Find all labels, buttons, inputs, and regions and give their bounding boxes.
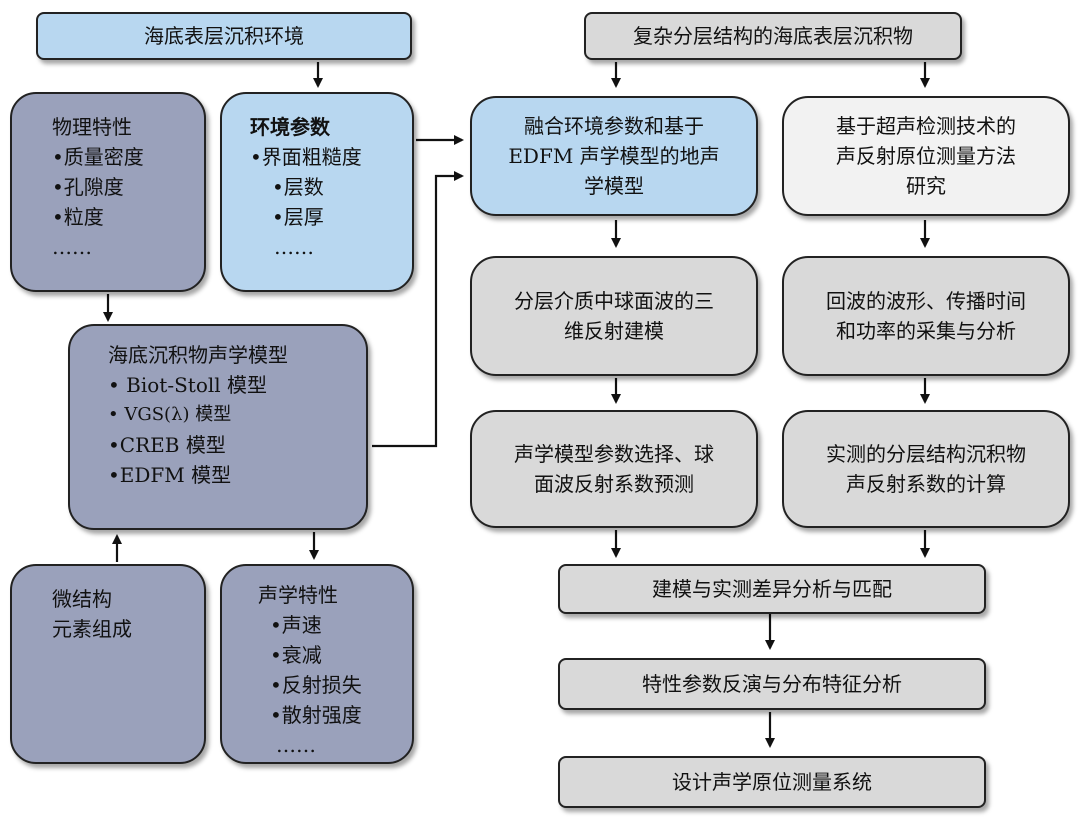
fusion-line: 学模型 [584, 174, 644, 198]
physical-item: …… [52, 235, 92, 259]
acoustic-props-title: 声学特性 [258, 583, 338, 607]
design-label: 设计声学原位测量系统 [672, 770, 872, 794]
ultrasonic-line: 声反射原位测量方法 [836, 144, 1016, 168]
ultrasonic-line: 研究 [906, 174, 946, 198]
acoustic-props-item: •衰减 [270, 643, 322, 667]
fusion-line: EDFM 声学模型的地声 [508, 144, 720, 168]
inversion-label: 特性参数反演与分布特征分析 [642, 672, 902, 696]
microstructure-line: 微结构 [52, 587, 112, 611]
fusion-line: 融合环境参数和基于 [524, 114, 704, 138]
measured-coefficient-box: 实测的分层结构沉积物 声反射系数的计算 [782, 410, 1070, 528]
physical-title: 物理特性 [52, 115, 132, 139]
measured-line: 实测的分层结构沉积物 [826, 442, 1026, 466]
physical-item: •孔隙度 [52, 175, 124, 199]
fusion-model-box: 融合环境参数和基于 EDFM 声学模型的地声 学模型 [470, 96, 758, 216]
environment-params-box: 环境参数 •界面粗糙度 •层数 •层厚 …… [220, 92, 414, 292]
acoustic-properties-box: 声学特性 •声速 •衰减 •反射损失 •散射强度 …… [220, 564, 414, 764]
measured-line: 声反射系数的计算 [846, 472, 1006, 496]
environment-item: •界面粗糙度 [250, 145, 362, 169]
param-select-line: 声学模型参数选择、球 [514, 442, 714, 466]
ultrasonic-method-box: 基于超声检测技术的 声反射原位测量方法 研究 [782, 96, 1070, 216]
physical-properties-box: 物理特性 •质量密度 •孔隙度 •粒度 …… [10, 92, 206, 292]
echo-analysis-box: 回波的波形、传播时间 和功率的采集与分析 [782, 256, 1070, 376]
acoustic-model-item: • VGS(λ) 模型 [108, 404, 232, 425]
acoustic-model-title: 海底沉积物声学模型 [108, 343, 288, 367]
layered-line: 分层介质中球面波的三 [514, 289, 714, 313]
param-selection-box: 声学模型参数选择、球 面波反射系数预测 [470, 410, 758, 528]
inversion-box: 特性参数反演与分布特征分析 [558, 658, 986, 710]
echo-line: 回波的波形、传播时间 [826, 289, 1026, 313]
sediment-environment-box: 海底表层沉积环境 [36, 12, 412, 60]
acoustic-props-item: •散射强度 [270, 703, 362, 727]
environment-item: •层厚 [272, 205, 324, 229]
acoustic-props-item: •反射损失 [270, 673, 362, 697]
microstructure-line: 元素组成 [52, 617, 132, 641]
physical-item: •质量密度 [52, 145, 144, 169]
comparison-box: 建模与实测差异分析与匹配 [558, 564, 986, 614]
acoustic-model-item: • Biot-Stoll 模型 [108, 373, 268, 397]
echo-line: 和功率的采集与分析 [836, 319, 1016, 343]
environment-item: •层数 [272, 175, 324, 199]
layered-line: 维反射建模 [564, 319, 664, 343]
acoustic-props-item: …… [276, 733, 316, 757]
acoustic-model-item: •EDFM 模型 [108, 463, 232, 487]
acoustic-model-box: 海底沉积物声学模型 • Biot-Stoll 模型 • VGS(λ) 模型 •C… [68, 324, 368, 530]
environment-item: …… [274, 235, 314, 259]
physical-item: •粒度 [52, 205, 104, 229]
comparison-label: 建模与实测差异分析与匹配 [652, 577, 892, 601]
design-system-box: 设计声学原位测量系统 [558, 756, 986, 808]
layered-sediment-label: 复杂分层结构的海底表层沉积物 [633, 24, 913, 48]
acoustic-model-item: •CREB 模型 [108, 433, 226, 457]
layered-sediment-box: 复杂分层结构的海底表层沉积物 [584, 12, 962, 60]
sediment-environment-label: 海底表层沉积环境 [144, 24, 304, 48]
layered-reflection-box: 分层介质中球面波的三 维反射建模 [470, 256, 758, 376]
acoustic-props-item: •声速 [270, 613, 322, 637]
param-select-line: 面波反射系数预测 [534, 472, 694, 496]
environment-title: 环境参数 [250, 115, 330, 139]
ultrasonic-line: 基于超声检测技术的 [836, 114, 1016, 138]
microstructure-box: 微结构 元素组成 [10, 564, 206, 764]
